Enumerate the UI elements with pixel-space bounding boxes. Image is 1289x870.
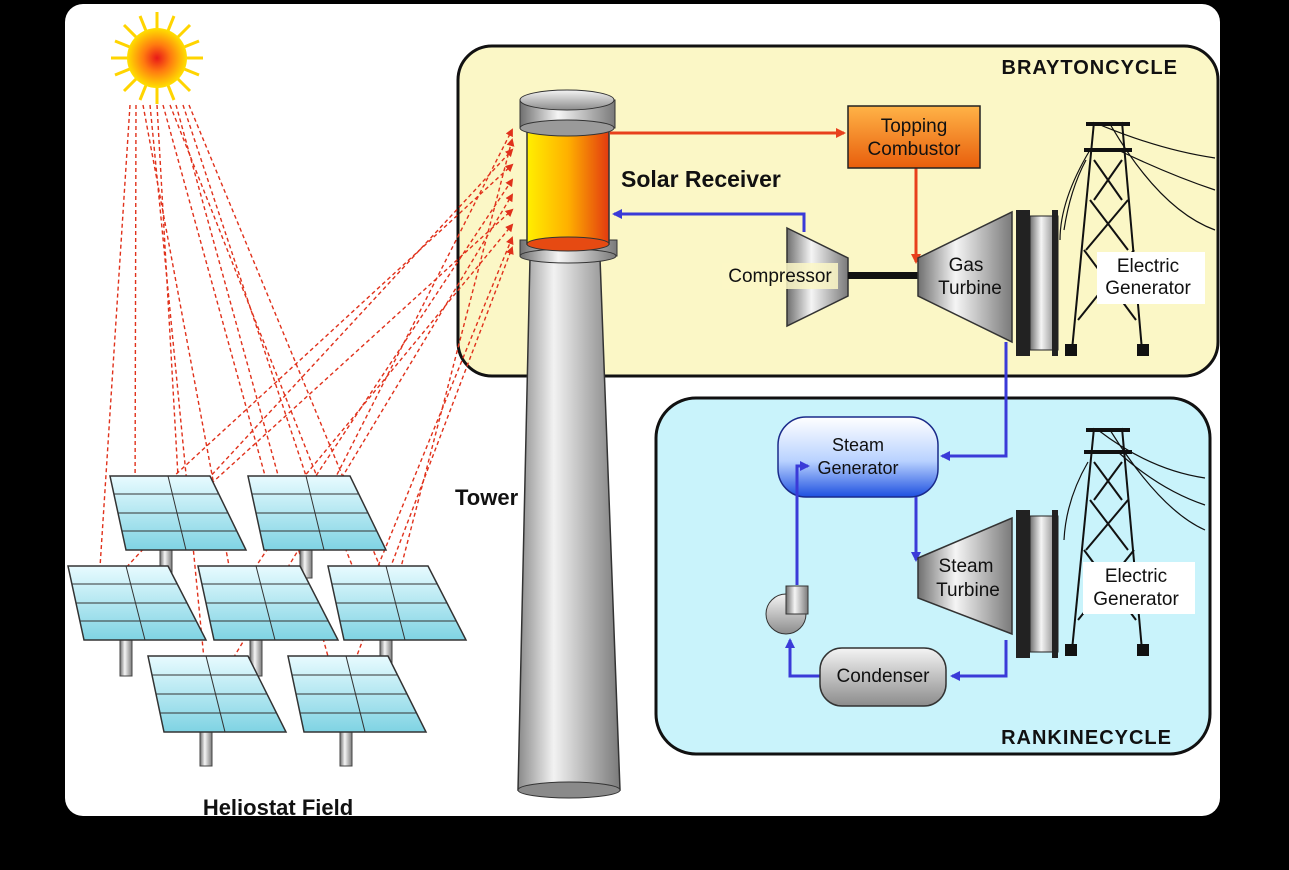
turbine-exhaust-line xyxy=(950,640,1008,681)
condensate-line xyxy=(785,638,822,678)
topping-combustor-label-1: Topping xyxy=(881,116,948,137)
electric-generator-rankine xyxy=(1016,510,1059,658)
electric-generator-label-1: Electric xyxy=(1105,566,1167,587)
heliostat xyxy=(197,565,340,677)
shaft xyxy=(848,272,918,279)
condenser-label: Condenser xyxy=(837,666,931,687)
heliostat xyxy=(109,475,248,579)
electric-generator-brayton xyxy=(1016,210,1059,356)
sun-icon xyxy=(111,12,203,104)
solar-receiver-label: Solar Receiver xyxy=(621,166,781,192)
gas-turbine-label-2: Turbine xyxy=(938,278,1002,299)
rankine-cycle-title: RANKINECYCLE xyxy=(1001,727,1172,749)
steam-generator-label-1: Steam xyxy=(832,435,884,455)
gas-turbine: Gas Turbine xyxy=(917,210,1013,344)
steam-turbine-label-2: Turbine xyxy=(936,580,1000,601)
heliostat-field xyxy=(67,475,468,767)
generator-label-bg xyxy=(1097,252,1205,304)
tower-label: Tower xyxy=(455,485,519,510)
condenser: Condenser xyxy=(819,647,947,707)
heliostat xyxy=(67,565,208,677)
electric-generator-label-1: Electric xyxy=(1117,256,1179,277)
pump-icon xyxy=(765,585,809,635)
tower xyxy=(517,89,621,799)
transmission-tower-icon xyxy=(1059,121,1216,356)
compressor: Compressor xyxy=(722,226,849,328)
generator-label-bg xyxy=(1083,562,1195,614)
exhaust-gas-line xyxy=(940,342,1008,461)
topping-combustor: Topping Combustor xyxy=(847,105,981,169)
heliostat-field-label: Heliostat Field xyxy=(203,795,353,820)
heliostat xyxy=(287,655,428,767)
heliostat xyxy=(147,655,288,767)
feedwater-line xyxy=(795,461,810,585)
heliostat xyxy=(327,565,468,677)
topping-combustor-label-2: Combustor xyxy=(868,139,962,160)
steam-generator: Steam Generator xyxy=(777,416,939,498)
compressor-label: Compressor xyxy=(728,266,832,287)
brayton-cycle-title: BRAYTONCYCLE xyxy=(1002,57,1178,79)
solar-receiver xyxy=(526,125,610,252)
electric-generator-label-2: Generator xyxy=(1093,589,1179,610)
gas-turbine-label-1: Gas xyxy=(949,255,984,276)
steam-turbine: Steam Turbine xyxy=(917,516,1013,636)
electric-generator-label-2: Generator xyxy=(1105,278,1191,299)
steam-turbine-label-1: Steam xyxy=(939,556,994,577)
compressed-air-line xyxy=(612,209,806,232)
steam-generator-label-2: Generator xyxy=(817,458,898,478)
